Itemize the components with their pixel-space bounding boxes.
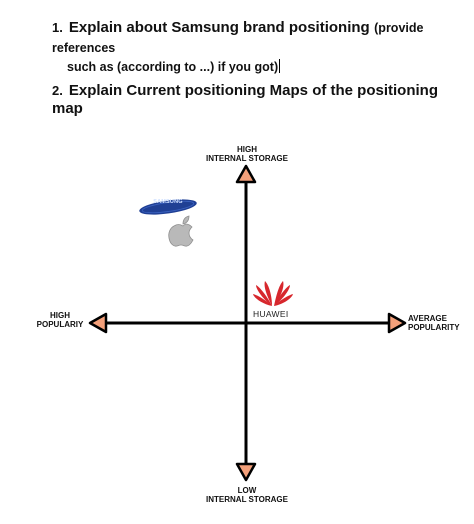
question-2-title: Explain Current positioning Maps of the … [52,82,438,117]
samsung-logo-text: SAMSUNG [153,199,183,205]
huawei-logo [253,281,293,306]
left-axis-label-line1: HIGH [50,311,70,320]
question-1-note: (provide references [52,21,424,55]
bottom-axis-label: LOW INTERNAL STORAGE [200,486,294,504]
top-axis-label: HIGH INTERNAL STORAGE [200,145,294,163]
question-1-number: 1. [52,20,63,35]
apple-logo [168,215,194,247]
arrow-down-icon [235,462,257,482]
top-axis-label-line1: HIGH [237,145,257,154]
right-axis-label: AVERAGE POPULARITY [408,314,474,332]
question-2: 2.Explain Current positioning Maps of th… [52,82,462,118]
arrow-right-icon [387,312,407,334]
question-1-continuation: such as (according to ...) if you got) [67,60,279,74]
right-axis-label-line2: POPULARITY [408,323,460,332]
question-1: 1. Explain about Samsung brand positionin… [52,18,462,77]
bottom-axis-label-line1: LOW [237,486,257,495]
left-axis-label: HIGH POPULARIY [30,311,90,329]
top-axis-label-line2: INTERNAL STORAGE [206,154,288,163]
question-2-number: 2. [52,83,63,98]
right-axis-label-line1: AVERAGE [408,314,447,323]
samsung-logo [139,199,197,215]
arrow-up-icon [235,164,257,184]
question-1-title: Explain about Samsung brand positioning [68,19,370,36]
text-cursor [279,59,281,73]
arrow-left-icon [88,312,108,334]
left-axis-label-line2: POPULARIY [36,320,84,329]
huawei-logo-text: HUAWEI [253,309,289,319]
bottom-axis-label-line2: INTERNAL STORAGE [206,495,288,504]
